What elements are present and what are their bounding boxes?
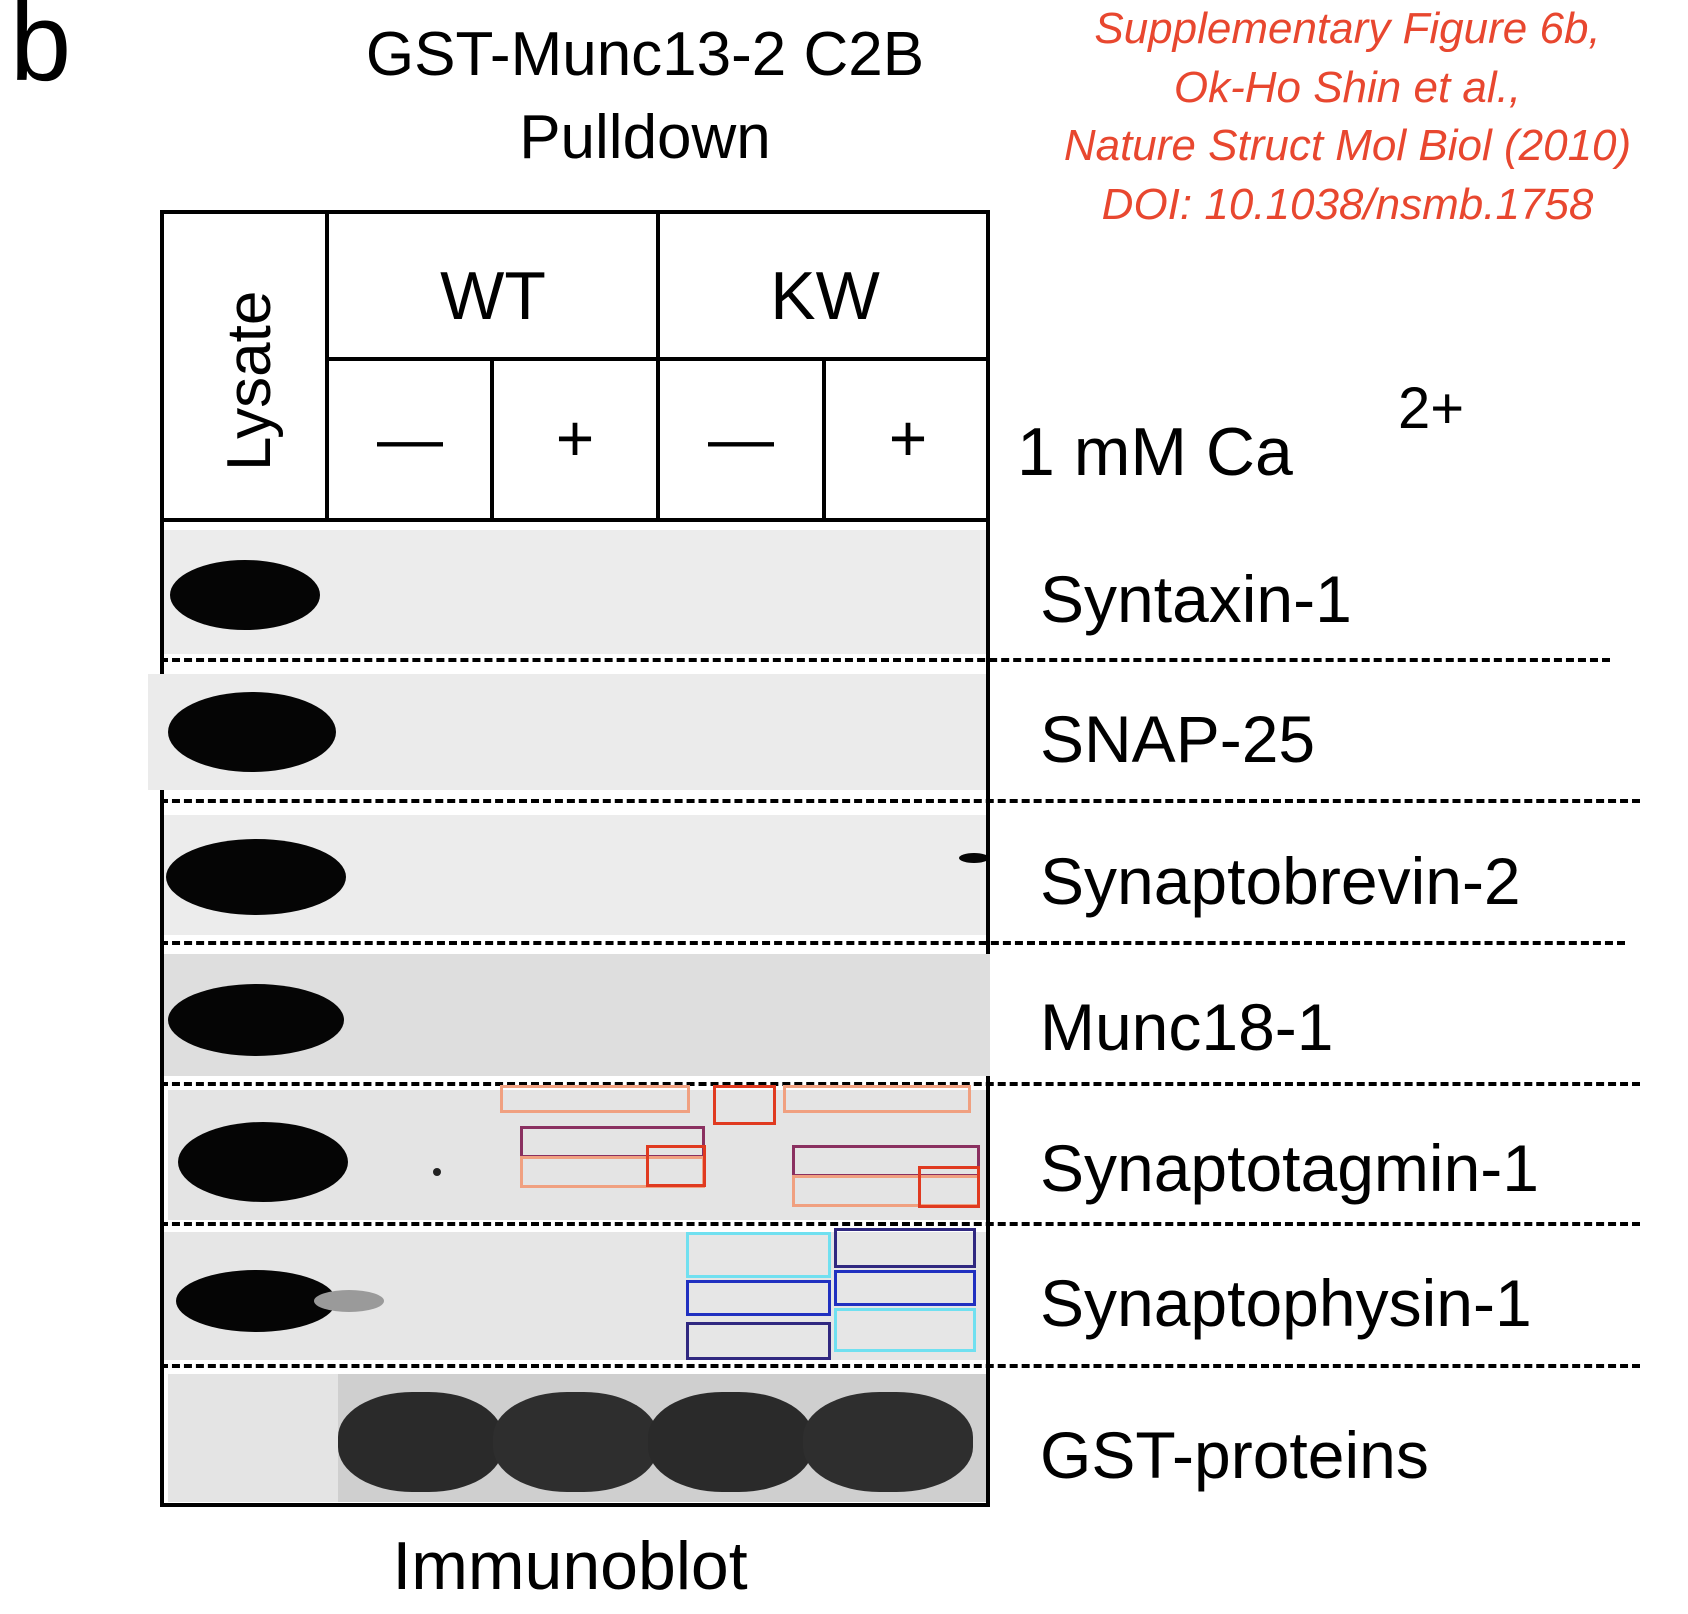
divider-conditions bbox=[325, 357, 990, 361]
citation-line4: DOI: 10.1038/nsmb.1758 bbox=[1101, 179, 1594, 229]
divider-wt bbox=[490, 357, 494, 522]
citation-line3: Nature Struct Mol Biol (2010) bbox=[1063, 121, 1632, 171]
blot-frame-left bbox=[160, 522, 164, 1507]
divider-kw bbox=[822, 357, 826, 522]
group-wt-label: WT bbox=[440, 258, 546, 334]
citation-line2: Ok-Ho Shin et al., bbox=[1173, 62, 1522, 112]
row-label-gst: GST-proteins bbox=[1040, 1418, 1429, 1492]
row-separator bbox=[160, 799, 1640, 803]
citation-line1: Supplementary Figure 6b, bbox=[1094, 4, 1601, 53]
blot-strip-munc18 bbox=[164, 954, 990, 1076]
annotation-box bbox=[834, 1308, 976, 1352]
condition-kw-plus: + bbox=[888, 401, 928, 475]
gst-band-3 bbox=[648, 1392, 813, 1492]
annotation-box bbox=[686, 1232, 831, 1278]
header-grid bbox=[160, 210, 990, 522]
annotation-box bbox=[834, 1270, 976, 1306]
lysate-band bbox=[178, 1122, 348, 1202]
annotation-box bbox=[686, 1322, 831, 1360]
gst-band-4 bbox=[803, 1392, 973, 1492]
divider-groups bbox=[656, 210, 660, 522]
calcium-label: 1 mM Ca bbox=[1017, 414, 1293, 490]
immunoblot-label: Immunoblot bbox=[392, 1528, 748, 1604]
row-label-snap25: SNAP-25 bbox=[1040, 702, 1316, 776]
row-separator bbox=[160, 1082, 1640, 1086]
figure-title-line2: Pulldown bbox=[519, 103, 771, 172]
blot-strip-synaptophysin bbox=[164, 1232, 986, 1360]
row-label-syntaxin: Syntaxin-1 bbox=[1040, 562, 1352, 636]
annotation-box bbox=[646, 1145, 706, 1187]
lysate-lane bbox=[168, 1374, 338, 1502]
lysate-band bbox=[168, 692, 336, 772]
divider-lysate bbox=[325, 210, 329, 522]
annotation-box bbox=[918, 1166, 980, 1208]
row-label-synaptobrevin: Synaptobrevin-2 bbox=[1040, 844, 1521, 918]
row-separator bbox=[160, 941, 1625, 945]
condition-wt-plus: + bbox=[555, 401, 595, 475]
blot-frame-bottom bbox=[160, 1503, 990, 1507]
blot-strip-synaptobrevin bbox=[164, 815, 986, 935]
lysate-label: Lysate bbox=[215, 290, 284, 471]
row-separator bbox=[160, 1222, 1640, 1226]
row-label-synaptotagmin: Synaptotagmin-1 bbox=[1040, 1131, 1539, 1205]
row-label-synaptophysin: Synaptophysin-1 bbox=[1040, 1266, 1532, 1340]
panel-letter: b bbox=[10, 0, 72, 104]
row-separator bbox=[160, 658, 1610, 662]
lysate-band bbox=[168, 984, 344, 1056]
row-separator bbox=[160, 1364, 1640, 1368]
gst-band-1 bbox=[338, 1392, 503, 1492]
condition-kw-minus: — bbox=[708, 401, 774, 475]
blot-strip-snap25 bbox=[148, 674, 986, 790]
annotation-box bbox=[500, 1085, 690, 1113]
gst-band-2 bbox=[493, 1392, 658, 1492]
annotation-box bbox=[783, 1085, 971, 1113]
blot-strip-syntaxin bbox=[164, 530, 986, 654]
lysate-band bbox=[170, 560, 320, 630]
edge-mark bbox=[959, 853, 986, 863]
group-kw-label: KW bbox=[770, 258, 880, 334]
figure-title-line1: GST-Munc13-2 C2B bbox=[365, 20, 925, 89]
lysate-band bbox=[176, 1270, 336, 1332]
annotation-box bbox=[834, 1228, 976, 1268]
dust-spot bbox=[433, 1168, 441, 1176]
blot-strip-gst bbox=[168, 1374, 986, 1502]
row-label-munc18: Munc18-1 bbox=[1040, 990, 1334, 1064]
citation: Supplementary Figure 6b, Ok-Ho Shin et a… bbox=[1010, 0, 1685, 234]
condition-wt-minus: — bbox=[377, 401, 443, 475]
lysate-band bbox=[166, 839, 346, 915]
band-smear bbox=[314, 1290, 384, 1312]
calcium-superscript: 2+ bbox=[1398, 376, 1465, 441]
annotation-box bbox=[686, 1280, 831, 1316]
annotation-box bbox=[713, 1085, 776, 1125]
